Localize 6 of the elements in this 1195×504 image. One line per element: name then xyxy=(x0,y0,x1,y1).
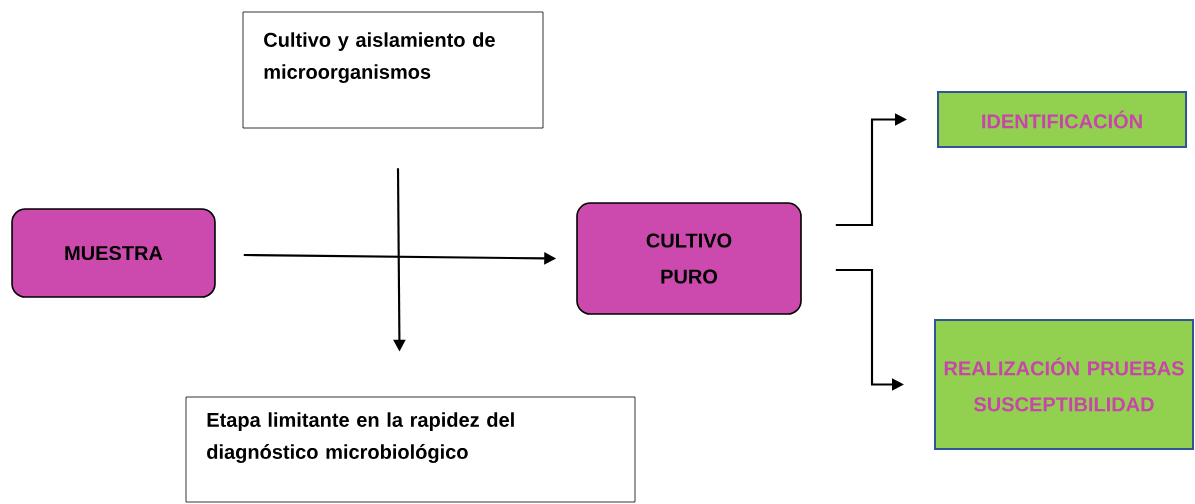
result-box: REALIZACIÓN PRUEBAS SUSCEPTIBILIDAD xyxy=(934,318,1194,451)
result-box: IDENTIFICACIÓN xyxy=(937,91,1187,148)
text-box: Etapa limitante en la rapidez del diagnóstico microbiológico xyxy=(185,396,636,503)
process-box: MUESTRA xyxy=(11,208,216,298)
text-box: Cultivo y aislamiento de microorganismos xyxy=(242,11,544,129)
process-box: CULTIVO PURO xyxy=(576,202,802,315)
